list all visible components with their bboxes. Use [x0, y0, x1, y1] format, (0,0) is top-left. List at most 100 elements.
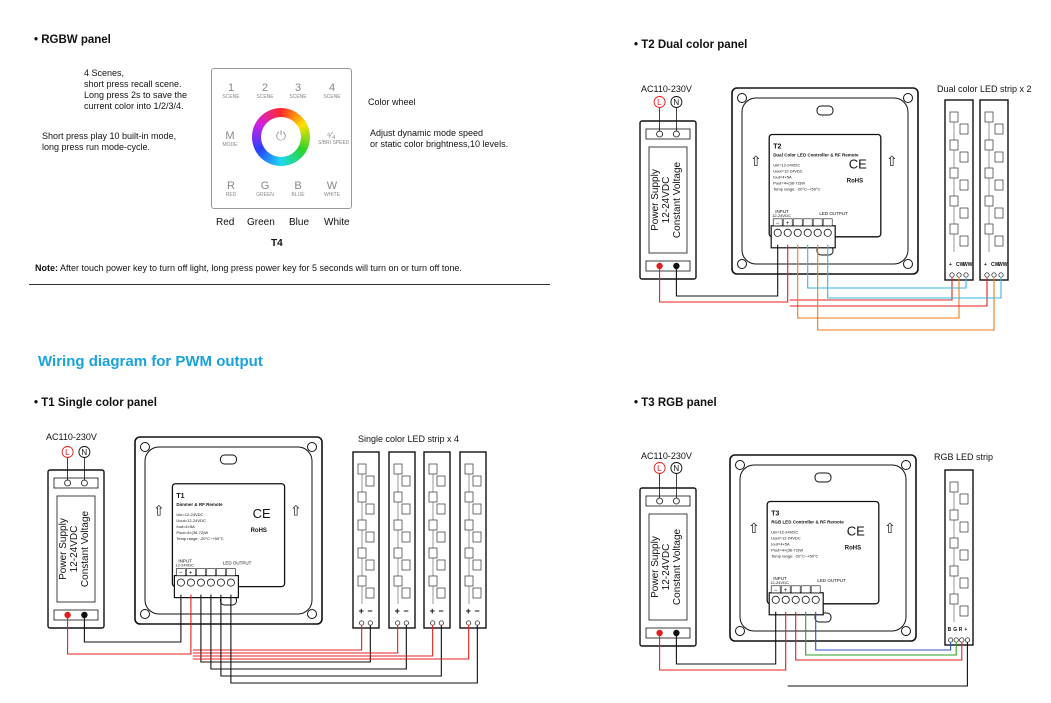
color-wheel[interactable]: ⏻ — [252, 108, 310, 166]
white-key[interactable]: W WHITE — [323, 180, 341, 198]
terminal-label-box — [802, 218, 813, 227]
rohs-mark: RoHS — [251, 528, 267, 534]
mounting-slot — [814, 472, 832, 483]
key-label: G — [260, 180, 270, 192]
speed-button[interactable]: ⁴⁄₄ S/BRI SPEED — [318, 130, 349, 146]
strip-pin-label: CW — [956, 262, 965, 268]
mounting-screw — [735, 626, 745, 636]
input-voltage-label: 12-24VDC — [770, 580, 789, 585]
mode-button[interactable]: M MODE — [221, 130, 239, 148]
controller-model: T2 — [773, 144, 781, 151]
power-supply-text-line: Constant Voltage — [80, 510, 91, 587]
terminal-screw — [803, 228, 812, 237]
scene-sub-label: SCENE — [289, 94, 307, 100]
blue-key[interactable]: B BLUE — [289, 180, 307, 198]
led-chip — [365, 559, 375, 571]
led-chip — [994, 179, 1004, 191]
speed-icon: ⁴⁄₄ — [326, 130, 336, 140]
panel-back-plate — [144, 446, 313, 615]
mounting-screw — [901, 626, 911, 636]
color-name: White — [324, 217, 350, 228]
led-chip — [365, 587, 375, 599]
strip-pin-label: G — [953, 627, 957, 633]
led-chip — [436, 475, 446, 487]
key-sub-label: GREEN — [256, 192, 274, 198]
t3-strip-label: RGB LED strip — [934, 452, 994, 462]
output-label: LED OUTPUT — [817, 578, 846, 583]
mounting-screw — [737, 93, 747, 103]
strip-pin — [395, 620, 401, 626]
controller-spec: Uout=12-24VDC — [176, 518, 206, 523]
led-chip — [401, 475, 411, 487]
controller-desc: Dual Color LED Controller & RF Remote — [773, 153, 859, 158]
power-supply-text-line: Power Supply — [650, 169, 661, 231]
controller-spec: Uin=12-24VDC — [771, 530, 798, 535]
strip-pin — [984, 272, 990, 278]
terminal-label-box — [792, 218, 803, 227]
led-chip — [959, 179, 969, 191]
scene-note-line: 4 Scenes, — [84, 68, 125, 78]
strip-red-wire — [795, 611, 963, 661]
input-positive-wire — [659, 611, 787, 671]
up-arrow-icon: ⇧ — [748, 520, 760, 536]
power-icon[interactable]: ⏻ — [275, 128, 287, 143]
scene-note: 4 Scenes, short press recall scene. Long… — [84, 68, 187, 112]
terminal-screw — [216, 578, 225, 587]
strip-positive-wire — [789, 277, 988, 307]
t1-title-text: T1 Single color panel — [41, 397, 157, 409]
terminal-screw — [771, 595, 780, 604]
terminal-screw — [813, 228, 822, 237]
terminal-polarity: − — [179, 571, 183, 577]
color-name: Green — [247, 217, 275, 228]
led-chip — [994, 123, 1004, 135]
terminal-label-box — [772, 218, 783, 227]
neutral-label: N — [673, 98, 679, 107]
scene-button-2[interactable]: 2 SCENE — [256, 82, 274, 100]
power-supply-text-line: Constant Voltage — [672, 528, 683, 605]
power-supply-label-box — [648, 146, 688, 254]
neutral-terminal-icon — [670, 462, 683, 474]
controller-spec: Uin=12-24VDC — [773, 163, 800, 168]
output-label: LED OUTPUT — [819, 211, 848, 216]
red-key[interactable]: R RED — [222, 180, 240, 198]
strip-pin — [438, 620, 444, 626]
strip-pin-label: + — [984, 262, 987, 268]
controller-spec: Pout=4×(36-72)W — [771, 548, 803, 553]
mounting-screw — [307, 442, 317, 452]
t2-ac-label: AC110-230V — [641, 84, 692, 94]
green-key[interactable]: G GREEN — [256, 180, 274, 198]
up-arrow-icon: ⇧ — [886, 153, 898, 169]
power-supply-text-line: Power Supply — [58, 518, 69, 580]
led-strip — [944, 469, 974, 646]
strip-pin — [963, 272, 969, 278]
up-arrow-icon: ⇧ — [884, 520, 896, 536]
terminal-label-box — [196, 568, 206, 576]
terminal-screw — [783, 228, 792, 237]
led-chip — [436, 531, 446, 543]
rohs-mark: RoHS — [845, 546, 861, 552]
strip-pin-label: + — [395, 606, 400, 616]
controller-spec: Temp range: -20°C~+50°C — [771, 554, 818, 559]
strip-pin-label: + — [466, 606, 471, 616]
scene-button-3[interactable]: 3 SCENE — [289, 82, 307, 100]
led-chip — [959, 549, 969, 561]
controller-spec: Temp range: -20°C~+50°C — [176, 536, 223, 541]
terminal-label-box — [812, 218, 823, 227]
note-text: After touch power key to turn off light,… — [58, 263, 462, 273]
controller-spec: Uout=12-24VDC — [773, 169, 803, 174]
strip-negative-wire — [230, 594, 478, 684]
terminal-screw — [673, 130, 680, 138]
scene-button-1[interactable]: 1 SCENE — [222, 82, 240, 100]
terminal-label-box — [206, 568, 216, 576]
terminal-screw — [226, 578, 235, 587]
up-arrow-icon: ⇧ — [750, 153, 762, 169]
scene-button-4[interactable]: 4 SCENE — [323, 82, 341, 100]
led-chip — [994, 207, 1004, 219]
power-supply-box — [639, 120, 697, 280]
strip-pin-label: − — [367, 606, 372, 616]
mounting-screw — [903, 259, 913, 269]
led-chip — [401, 587, 411, 599]
key-sub-label: BLUE — [291, 192, 305, 198]
live-label: L — [657, 464, 662, 473]
power-supply-text-line: 12-24VDC — [69, 526, 80, 573]
